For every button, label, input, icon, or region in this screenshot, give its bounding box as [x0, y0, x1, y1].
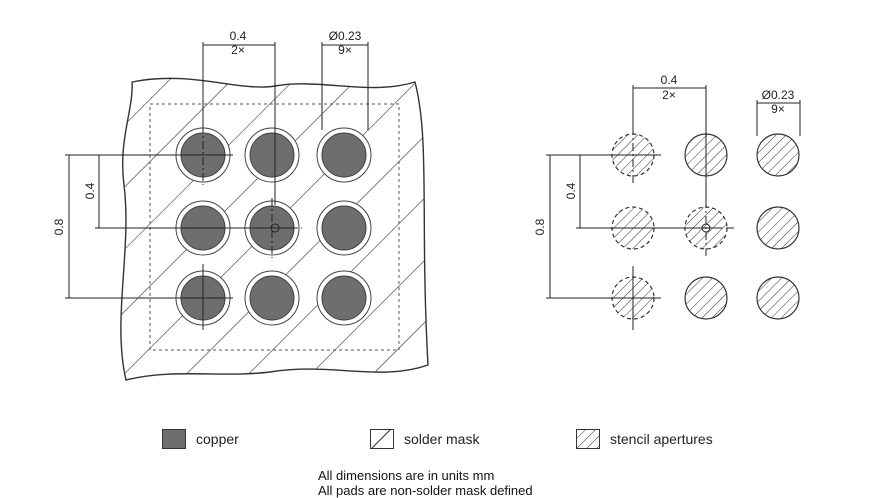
- notes: All dimensions are in units mm All pads …: [318, 468, 533, 498]
- right-pitch-x-count: 2×: [662, 88, 676, 102]
- legend-copper-label: copper: [196, 431, 239, 447]
- legend-solder-mask: solder mask: [370, 429, 479, 449]
- right-view: 0.4 2× Ø0.23 9× 0.4 0.8: [533, 73, 801, 330]
- left-view: 0.4 2× Ø0.23 9× 0.4 0.8: [52, 29, 429, 381]
- copper-pad: [316, 270, 372, 326]
- right-pitch-x-value: 0.4: [661, 73, 678, 87]
- legend-copper: copper: [162, 429, 239, 449]
- copper-pad: [244, 270, 300, 326]
- stencil-aperture: [756, 133, 800, 177]
- legend-stencil: stencil apertures: [576, 429, 713, 449]
- pad-grid: [173, 125, 372, 328]
- right-pitch-y-value: 0.4: [564, 182, 578, 199]
- copper-pad: [244, 127, 300, 183]
- right-dimensions: [546, 85, 801, 330]
- right-span-y-value: 0.8: [533, 218, 547, 235]
- center-mark: [242, 198, 302, 258]
- legend-solder-mask-label: solder mask: [404, 431, 480, 447]
- body-outline-dashed: [149, 103, 400, 351]
- note-units: All dimensions are in units mm: [318, 468, 495, 483]
- left-pitch-x-value: 0.4: [230, 29, 247, 43]
- right-diameter-value: Ø0.23: [762, 88, 795, 102]
- solder-mask-swatch-icon: [370, 429, 394, 449]
- copper-swatch-icon: [162, 429, 186, 449]
- left-diameter-count: 9×: [338, 43, 352, 57]
- legend-stencil-label: stencil apertures: [610, 431, 713, 447]
- stencil-swatch-icon: [576, 429, 600, 449]
- stencil-aperture: [756, 206, 800, 250]
- left-pitch-y-value: 0.4: [83, 182, 97, 199]
- left-dimensions: [65, 42, 369, 330]
- left-diameter-value: Ø0.23: [329, 29, 362, 43]
- stencil-aperture: [756, 276, 800, 320]
- copper-pad: [316, 200, 372, 256]
- left-pitch-x-count: 2×: [231, 43, 245, 57]
- right-diameter-count: 9×: [771, 102, 785, 116]
- aperture-grid: [605, 127, 800, 326]
- copper-pad: [316, 127, 372, 183]
- stencil-aperture: [684, 276, 728, 320]
- note-nsmd: All pads are non-solder mask defined: [318, 483, 533, 498]
- left-span-y-value: 0.8: [52, 218, 66, 235]
